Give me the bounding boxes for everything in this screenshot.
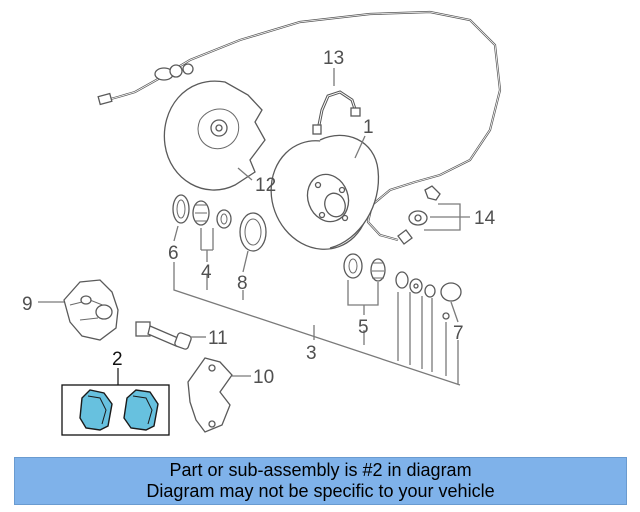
callout-lead-lines — [38, 68, 470, 386]
exploded-parts-diagram: 1 2 3 4 5 6 7 8 9 10 11 12 13 14 — [22, 10, 502, 436]
abs-sensor-wire — [97, 10, 502, 242]
caliper-bracket — [187, 357, 233, 433]
abs-sensor — [397, 185, 441, 245]
inner-bearing-group — [172, 194, 267, 252]
brake-pad-left — [79, 389, 113, 431]
callout-14: 14 — [474, 208, 496, 229]
callout-2: 2 — [112, 349, 123, 370]
banner-line-part-number: Part or sub-assembly is #2 in diagram — [169, 460, 472, 480]
callout-6: 6 — [168, 243, 179, 264]
brake-pad-right — [123, 389, 159, 431]
callout-1: 1 — [363, 117, 374, 138]
brake-caliper — [63, 279, 119, 341]
callout-13: 13 — [323, 48, 344, 69]
callout-4: 4 — [201, 262, 212, 283]
callout-8: 8 — [237, 273, 248, 294]
guide-pin-bolt — [135, 321, 192, 350]
banner-line-disclaimer: Diagram may not be specific to your vehi… — [146, 481, 495, 501]
callout-10: 10 — [253, 367, 274, 388]
brake-pad-set-highlight — [61, 384, 170, 436]
brake-rotor — [270, 134, 380, 250]
outer-bearing-group — [343, 253, 462, 320]
info-banner: Part or sub-assembly is #2 in diagram Di… — [14, 457, 627, 505]
callout-3: 3 — [306, 343, 317, 364]
splash-shield — [163, 80, 266, 191]
callout-5: 5 — [358, 317, 369, 338]
callout-9: 9 — [22, 294, 33, 315]
callout-12: 12 — [255, 175, 276, 196]
callout-7: 7 — [453, 323, 464, 344]
brake-hose — [312, 90, 361, 135]
callout-11: 11 — [208, 328, 228, 349]
